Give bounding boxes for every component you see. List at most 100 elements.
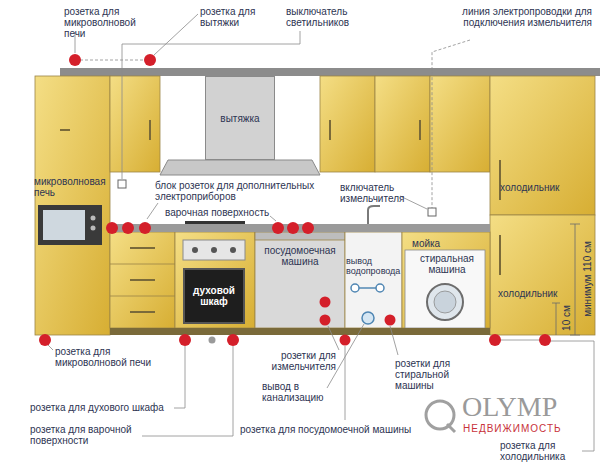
hood-part: [160, 160, 320, 175]
socket-dots-part: [106, 222, 118, 234]
appliance-label: холодильник: [498, 288, 560, 299]
socket-label: розетки для измельчителя: [250, 350, 336, 372]
cabinets-part: [110, 232, 175, 328]
switch-boxes-part: [118, 180, 126, 188]
cabinets: [35, 68, 600, 335]
cabinets-part: [130, 247, 155, 249]
oven-panel-part: [192, 247, 198, 253]
oven-panel: [183, 221, 245, 260]
sink-faucet: [368, 206, 380, 224]
pipe-label: вывод водопровода: [346, 256, 404, 276]
dishwasher-box: посудомоечная машина: [256, 242, 344, 282]
cabinets-part: [60, 129, 70, 131]
wiring-lines-part: [432, 40, 470, 208]
watermark-logo: [426, 401, 455, 432]
dimension-lines-part: [556, 303, 557, 335]
leader-lines-part: [142, 346, 233, 436]
pipes-part: [362, 312, 374, 324]
oven-panel-part: [183, 240, 245, 260]
socket-dots-part: [320, 297, 331, 308]
cabinets-part: [345, 232, 402, 328]
cabinets-part: [434, 291, 456, 313]
socket-dots-part: [272, 222, 284, 234]
socket-dots: [39, 54, 551, 346]
leader-lines-part: [328, 326, 339, 350]
cabinets-part: [149, 120, 151, 140]
wiring-lines: [75, 40, 470, 208]
washer-box: стиральная машина: [405, 251, 489, 281]
watermark-logo-part: [447, 424, 455, 432]
leader-lines-part: [122, 31, 300, 179]
socket-label: розетка для микроволновой печи: [55, 346, 155, 368]
pipes-part: [376, 284, 384, 292]
cabinets-part: [110, 264, 175, 265]
socket-label: розетка для посудомоечной машины: [240, 424, 411, 435]
watermark: НЕДВИЖИМОСТЬ: [463, 423, 583, 434]
leader-lines-part: [345, 346, 346, 420]
node-label: стиральная машина: [407, 253, 487, 275]
wiring-lines-part: [75, 60, 150, 61]
dimension-lines-part: [552, 303, 560, 304]
socket-dots-part: [302, 222, 314, 234]
cabinets-part: [402, 232, 490, 328]
socket-dots-part: [122, 222, 134, 234]
socket-label: розетка для вытяжки: [200, 6, 274, 28]
socket-dots-part: [340, 335, 351, 346]
socket-label: розетка для микроволновой печи: [64, 6, 156, 39]
cabinets-part: [375, 76, 430, 172]
appliance-label: микроволновая печь: [34, 176, 108, 198]
leader-lines-part: [154, 14, 198, 55]
dimension-label: 10 см: [561, 305, 572, 331]
cabinets-part: [110, 328, 490, 335]
node-label: духовой шкаф: [188, 285, 240, 307]
leader-lines-part: [270, 216, 276, 221]
oven-panel-part: [230, 247, 236, 253]
pipes-part: [351, 284, 359, 292]
socket-dots-part: [139, 222, 151, 234]
cabinets-part: [110, 296, 175, 297]
cabinets-part: [427, 284, 463, 320]
cabinets-part: [490, 215, 595, 335]
socket-label: розетки для стиральной машины: [395, 358, 489, 391]
socket-dots-part: [539, 334, 551, 346]
oven-panel-part: [211, 247, 217, 253]
socket-dots-part: [489, 334, 501, 346]
switch-label: включатель измельчителя: [340, 182, 422, 204]
cabinets-part: [499, 235, 501, 275]
cabinets-part: [430, 76, 490, 172]
dimension-lines-part: [575, 224, 576, 335]
appliance-label: мойка: [412, 238, 472, 249]
microwave-part: [38, 205, 102, 245]
socket-dots-part: [227, 334, 239, 346]
cabinets-part: [499, 160, 501, 200]
socket-label: розетка для холодильника: [500, 440, 580, 462]
socket-dots-part: [320, 315, 331, 326]
socket-dots-part: [39, 334, 51, 346]
leader-lines-part: [48, 345, 53, 350]
microwave-part: [43, 210, 85, 240]
dimension-lines-part: [570, 335, 580, 336]
node-label: вытяжка: [220, 113, 259, 124]
cabinets-part: [255, 232, 345, 240]
socket-label: розетка для варочной поверхности: [30, 424, 140, 446]
cabinets-part: [320, 76, 375, 172]
leader-lines-part: [174, 346, 185, 408]
hood-chimney: вытяжка: [205, 76, 275, 160]
cabinets-part: [255, 232, 345, 328]
socket-dots-part: [287, 222, 299, 234]
switch-boxes-part: [428, 208, 436, 216]
sink-faucet-part: [368, 206, 380, 224]
pipe-label: вывод в канализацию: [262, 381, 342, 403]
cabinets-part: [110, 76, 160, 172]
dimension-label: минимум 110 см: [582, 241, 593, 317]
dimension-lines: [552, 224, 580, 335]
socket-block-label: блок розеток для дополнительных электроп…: [155, 180, 325, 202]
socket-dots-part: [209, 337, 216, 344]
cabinets-part: [329, 120, 331, 140]
leader-lines-part: [390, 326, 398, 355]
oven-panel-part: [185, 221, 245, 224]
switch-label: выключатель светильников: [286, 6, 370, 28]
appliance-label: холодильник: [500, 182, 580, 193]
pipes: [351, 284, 384, 324]
